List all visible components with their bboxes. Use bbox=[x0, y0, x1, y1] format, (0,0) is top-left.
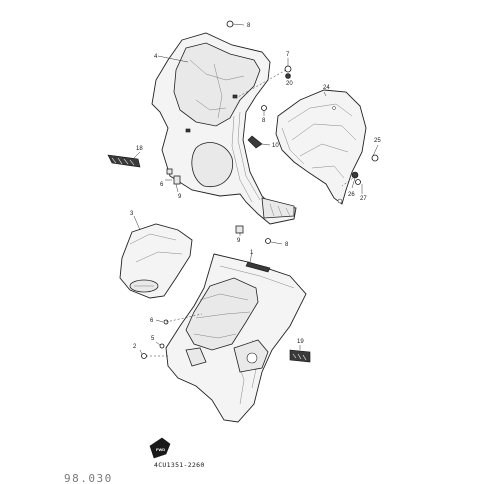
label-10: 10 bbox=[272, 143, 279, 149]
label-8-top: 8 bbox=[247, 23, 251, 29]
label-19: 19 bbox=[297, 339, 304, 345]
label-5: 5 bbox=[151, 336, 155, 342]
emblem-part-19 bbox=[289, 349, 311, 363]
forward-arrow-badge: FWD bbox=[149, 437, 171, 459]
label-6-upper: 6 bbox=[160, 182, 164, 188]
catalog-stamp: 98.030 bbox=[64, 472, 113, 484]
fwd-text: FWD bbox=[156, 447, 165, 452]
label-27: 27 bbox=[360, 196, 367, 202]
label-1: 1 bbox=[250, 250, 254, 256]
part-number-labels: 8 4 7 20 24 8 10 25 18 6 9 26 27 3 9 8 1… bbox=[130, 23, 381, 350]
label-4: 4 bbox=[154, 54, 158, 60]
fasteners bbox=[141, 20, 379, 359]
side-cover-part bbox=[275, 89, 367, 205]
label-18: 18 bbox=[136, 146, 143, 152]
label-9-left: 9 bbox=[178, 194, 182, 200]
front-panel-part bbox=[119, 223, 193, 299]
inner-leg-shield-part bbox=[151, 32, 297, 225]
label-8-low: 8 bbox=[285, 242, 289, 248]
label-25: 25 bbox=[374, 138, 381, 144]
label-2: 2 bbox=[133, 344, 137, 350]
leader-lines bbox=[133, 23, 379, 357]
label-9-mid: 9 bbox=[237, 238, 241, 244]
front-cover-part bbox=[165, 253, 307, 423]
label-24: 24 bbox=[323, 85, 330, 91]
label-26: 26 bbox=[348, 192, 355, 198]
label-7: 7 bbox=[286, 52, 290, 58]
label-3: 3 bbox=[130, 211, 134, 217]
drawing-code: 4CU1351-2260 bbox=[154, 461, 205, 469]
label-8-mid: 8 bbox=[262, 118, 266, 124]
bracket-part-18 bbox=[107, 154, 141, 168]
label-20: 20 bbox=[286, 81, 293, 87]
label-6: 6 bbox=[150, 318, 154, 324]
